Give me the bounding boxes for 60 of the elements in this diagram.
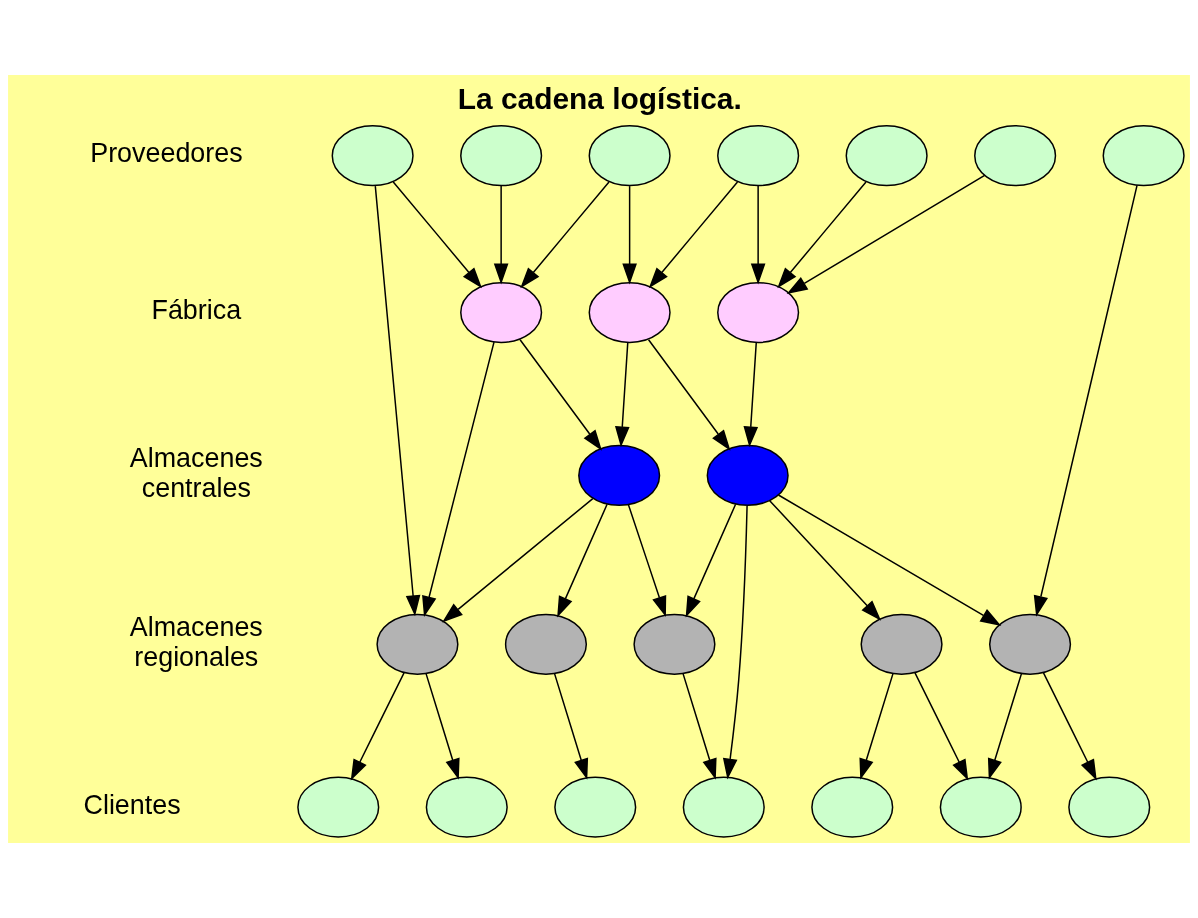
arrow xyxy=(422,341,495,617)
node-ellipse xyxy=(504,613,588,675)
arrow xyxy=(1033,184,1138,617)
node-ellipse xyxy=(682,776,765,838)
node-ellipse xyxy=(717,281,800,344)
arrow xyxy=(682,672,717,780)
node-ellipse xyxy=(425,776,508,838)
node-ellipse xyxy=(811,776,894,838)
node-ellipse xyxy=(939,776,1022,838)
arrow xyxy=(614,341,630,448)
node-ellipse xyxy=(633,613,716,675)
node-ellipse xyxy=(1102,125,1185,187)
node-ellipse xyxy=(460,281,543,344)
arrow xyxy=(722,505,748,780)
arrow xyxy=(627,503,667,618)
arrow xyxy=(786,174,986,294)
label: Clientes xyxy=(83,789,181,820)
label: Proveedores xyxy=(90,138,243,169)
arrow xyxy=(425,672,460,780)
arrow xyxy=(557,503,608,618)
node-ellipse xyxy=(845,125,928,187)
label: Almacenes regionales xyxy=(129,611,263,672)
node-ellipse xyxy=(860,613,943,675)
node-ellipse xyxy=(1068,776,1151,838)
node-ellipse xyxy=(717,125,800,187)
node-ellipse xyxy=(578,444,661,507)
label: Fábrica xyxy=(151,295,242,326)
arrow xyxy=(859,672,894,780)
arrow xyxy=(648,181,739,289)
arrow xyxy=(442,497,594,623)
arrow xyxy=(493,185,509,285)
arrow xyxy=(520,181,610,289)
arrow xyxy=(1042,672,1097,781)
arrow xyxy=(777,181,867,289)
arrow xyxy=(647,339,731,451)
arrow xyxy=(987,672,1023,780)
diagram-title: La cadena logística. xyxy=(457,82,742,116)
arrow xyxy=(392,181,482,289)
arrow xyxy=(777,494,1002,626)
node-ellipse xyxy=(588,281,671,344)
node-ellipse xyxy=(974,125,1057,187)
arrow xyxy=(519,339,602,451)
label: Almacenes centrales xyxy=(129,443,263,503)
arrow xyxy=(350,672,405,781)
node-ellipse xyxy=(297,776,380,838)
node-ellipse xyxy=(588,125,671,187)
node-ellipse xyxy=(988,613,1072,675)
arrow xyxy=(685,503,737,618)
node-ellipse xyxy=(331,125,414,187)
node-ellipse xyxy=(706,444,789,507)
arrow xyxy=(374,185,421,617)
arrow xyxy=(743,341,759,448)
node-ellipse xyxy=(460,125,543,187)
arrow xyxy=(553,672,589,780)
arrow xyxy=(768,499,882,621)
arrow xyxy=(750,185,766,285)
node-ellipse xyxy=(554,776,637,838)
arrow xyxy=(914,672,969,781)
node-ellipse xyxy=(376,613,459,675)
arrow xyxy=(622,185,637,285)
